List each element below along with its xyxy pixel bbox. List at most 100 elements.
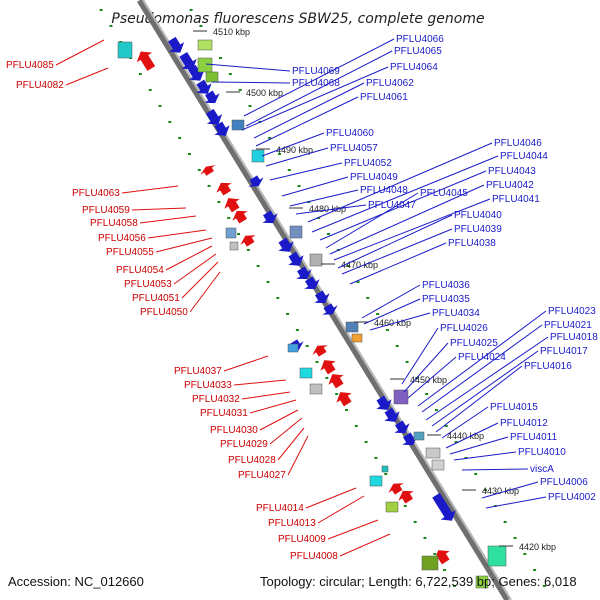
gc-dot [286, 313, 290, 315]
leader-line [287, 435, 309, 476]
leader-line [147, 229, 207, 239]
gene-arrow-shape [288, 251, 304, 266]
gc-dot [207, 185, 211, 187]
gc-dot [219, 57, 223, 59]
gene-label: PFLU4028 [228, 455, 276, 466]
leader-line [269, 417, 303, 445]
leader-line [453, 451, 517, 461]
gene-label: PFLU4060 [326, 128, 374, 139]
gc-dot [385, 329, 389, 331]
gene-label: PFLU4082 [16, 80, 64, 91]
leader-line [253, 82, 365, 139]
gene-arrow [278, 237, 294, 252]
label-leaders [55, 38, 549, 557]
gc-dot [452, 585, 456, 587]
gene-label: PFLU4026 [440, 323, 488, 334]
leader-line [325, 192, 419, 249]
leader-line [241, 391, 291, 400]
leader-line [407, 356, 457, 399]
gene-label: PFLU4057 [330, 143, 378, 154]
feature-block [299, 367, 313, 379]
gene-arrow-shape [278, 237, 294, 252]
gene-label: PFLU4049 [350, 172, 398, 183]
leader-line [333, 198, 491, 261]
gc-dot [237, 233, 241, 235]
gene-label: PFLU4040 [454, 210, 502, 221]
gene-arrow [394, 420, 410, 434]
gene-arrow-shape [224, 198, 240, 213]
gc-dot [542, 585, 546, 587]
tick-label: 4470 kbp [341, 260, 378, 270]
gc-dot [99, 9, 103, 11]
gene-arrow-shape [196, 79, 212, 94]
gene-arrow [402, 432, 418, 446]
tick-label: 4430 kbp [482, 486, 519, 496]
feature-block [381, 465, 389, 473]
gene-arrow [224, 198, 240, 213]
gene-arrow [179, 51, 197, 70]
gene-label: PFLU4039 [454, 224, 502, 235]
gene-label: viscA [530, 464, 554, 475]
gc-dot [413, 521, 417, 523]
feature-block [345, 321, 359, 333]
gene-label: PFLU4032 [192, 394, 240, 405]
gc-dot [199, 25, 203, 27]
gene-arrow [432, 492, 456, 521]
gene-arrow-shape [402, 432, 418, 446]
gc-dot [434, 409, 438, 411]
leader-line [329, 184, 485, 255]
leader-line [461, 468, 529, 471]
gene-arrow [216, 182, 232, 196]
feature-block [475, 575, 489, 589]
gene-label: PFLU4036 [422, 280, 470, 291]
gene-arrow [296, 266, 312, 280]
gene-label: PFLU4010 [518, 447, 566, 458]
leader-line [417, 310, 547, 407]
gene-arrow [398, 490, 414, 504]
gene-arrow-shape [200, 165, 216, 176]
gene-label: PFLU4016 [524, 361, 572, 372]
gc-dot [523, 553, 527, 555]
tick-label: 4510 kbp [213, 27, 250, 37]
map-title: Pseudomonas fluorescens SBW25, complete … [111, 11, 484, 27]
gc-dot [148, 89, 152, 91]
leader-line [305, 487, 357, 509]
gc-dot [354, 425, 358, 427]
leader-line [431, 350, 539, 427]
feature-block [287, 343, 299, 353]
gene-label: PFLU4062 [366, 78, 414, 89]
feature-block [309, 253, 323, 267]
gc-dot [374, 457, 378, 459]
gene-label: PFLU4069 [292, 66, 340, 77]
gc-dot [189, 9, 193, 11]
gene-arrow [167, 36, 185, 53]
tick-label: 4460 kbp [374, 318, 411, 328]
gene-label: PFLU4044 [500, 151, 548, 162]
leader-line [361, 284, 421, 319]
gene-label: PFLU4024 [458, 352, 506, 363]
leader-line [401, 327, 439, 385]
gene-label: PFLU4050 [140, 307, 188, 318]
gene-label: PFLU4027 [238, 470, 286, 481]
leader-line [205, 63, 291, 72]
gene-label: PFLU4035 [422, 294, 470, 305]
gc-dot [444, 425, 448, 427]
gene-arrow-shape [312, 345, 328, 357]
gc-dot [276, 297, 280, 299]
feature-block [225, 227, 237, 239]
feature-block [385, 501, 399, 513]
gene-label: PFLU4008 [290, 551, 338, 562]
leader-line [425, 336, 549, 421]
gc-dot [287, 169, 291, 171]
gene-arrow-shape [232, 210, 248, 224]
gc-dot [109, 25, 113, 27]
feature-block [421, 555, 439, 571]
gene-arrow [248, 175, 264, 187]
gene-label: PFLU4011 [510, 432, 558, 443]
gc-dot [197, 169, 201, 171]
topology-text: Topology: circular; Length: 6,722,539 bp… [260, 574, 577, 589]
gene-arrow-shape [214, 121, 230, 136]
feature-block [231, 119, 245, 131]
leader-line [485, 496, 547, 509]
gene-label: PFLU4031 [200, 408, 248, 419]
